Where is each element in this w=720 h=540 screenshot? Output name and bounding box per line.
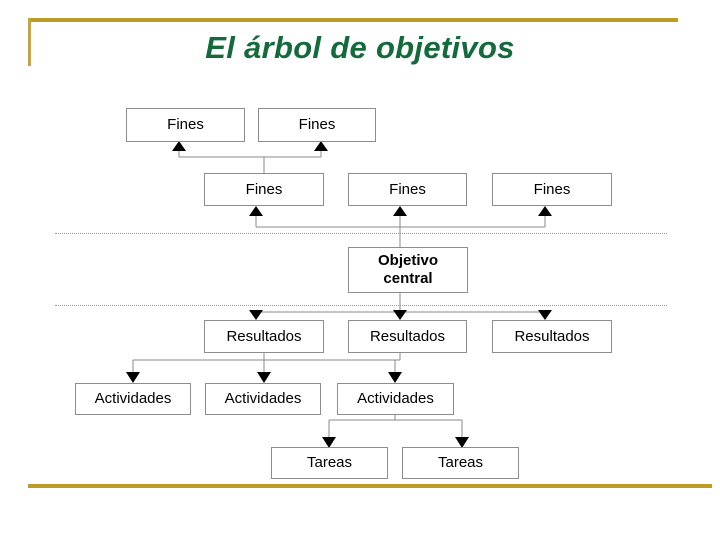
arrow-down-resultados3	[538, 310, 552, 320]
arrow-down-tareas1	[322, 437, 336, 448]
node-resultados-3[interactable]: Resultados	[492, 320, 612, 353]
node-label: Actividades	[94, 390, 172, 408]
node-label: Resultados	[226, 327, 302, 345]
node-label: Fines	[533, 180, 571, 198]
node-fines-1[interactable]: Fines	[126, 108, 245, 142]
top-accent-rule	[28, 18, 678, 22]
separator-below-objective	[55, 305, 667, 306]
node-resultados-2[interactable]: Resultados	[348, 320, 467, 353]
node-fines-5[interactable]: Fines	[492, 173, 612, 206]
node-resultados-1[interactable]: Resultados	[204, 320, 324, 353]
arrow-up-fines2	[314, 141, 328, 151]
node-label: Resultados	[514, 327, 590, 345]
arrowheads-down	[126, 310, 552, 448]
node-label: Fines	[167, 116, 204, 134]
node-label: Objetivo central	[377, 252, 438, 287]
node-fines-2[interactable]: Fines	[258, 108, 376, 142]
separator-above-objective	[55, 233, 667, 234]
node-label: Fines	[298, 116, 336, 134]
node-fines-3[interactable]: Fines	[204, 173, 324, 206]
node-label: Tareas	[437, 454, 484, 472]
node-objetivo-central[interactable]: Objetivo central	[348, 247, 468, 293]
arrow-down-tareas2	[455, 437, 469, 448]
node-label: Fines	[389, 180, 426, 198]
arrow-down-actividades3	[388, 372, 402, 383]
arrow-down-actividades2	[257, 372, 271, 383]
node-actividades-3[interactable]: Actividades	[337, 383, 454, 415]
page-title: El árbol de objetivos	[205, 30, 515, 65]
node-actividades-1[interactable]: Actividades	[75, 383, 191, 415]
node-label: Resultados	[369, 327, 446, 345]
arrow-down-actividades1	[126, 372, 140, 383]
node-fines-4[interactable]: Fines	[348, 173, 467, 206]
left-accent-rule	[28, 18, 31, 66]
node-label: Fines	[245, 180, 283, 198]
node-tareas-1[interactable]: Tareas	[271, 447, 388, 479]
arrowheads-up	[172, 141, 552, 216]
node-actividades-2[interactable]: Actividades	[205, 383, 321, 415]
node-label: Actividades	[357, 390, 434, 408]
arrow-up-fines5	[538, 206, 552, 216]
arrow-up-fines3	[249, 206, 263, 216]
arrow-up-fines1	[172, 141, 186, 151]
arrow-up-fines4	[393, 206, 407, 216]
node-tareas-2[interactable]: Tareas	[402, 447, 519, 479]
bottom-accent-rule	[28, 484, 712, 488]
arrow-down-resultados2	[393, 310, 407, 320]
node-label: Actividades	[224, 390, 302, 408]
arrow-down-resultados1	[249, 310, 263, 320]
node-label: Tareas	[306, 454, 353, 472]
